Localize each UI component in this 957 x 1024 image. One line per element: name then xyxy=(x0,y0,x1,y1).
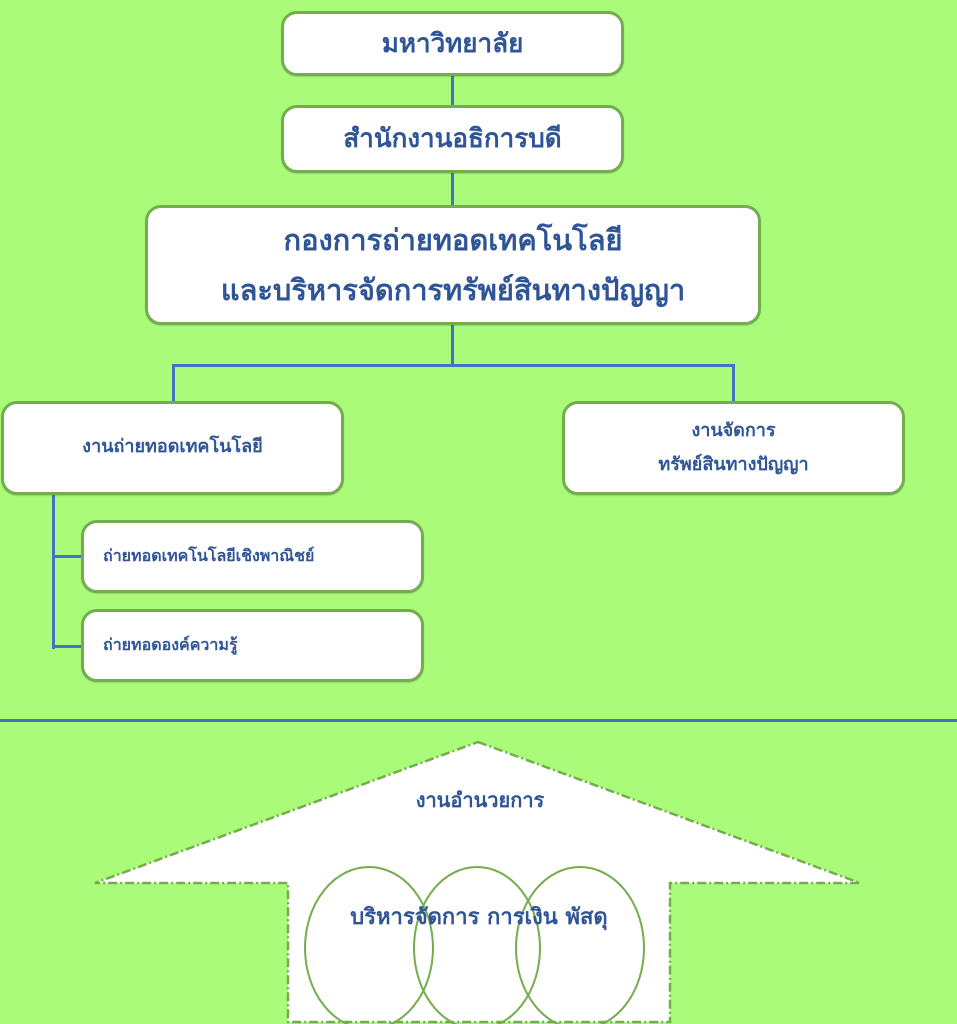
connector-child-1 xyxy=(52,555,82,558)
connector-child-2 xyxy=(52,645,82,648)
org-label-ip-unit-line1: งานจัดการ xyxy=(691,420,776,441)
org-label-president-office: สำนักงานอธิการบดี xyxy=(343,124,562,154)
org-label-division-line2: และบริหารจัดการทรัพย์สินทางปัญญา xyxy=(220,273,686,307)
venn-circle-supplies xyxy=(515,866,645,1024)
connector-l1-l2 xyxy=(451,75,454,106)
org-label-knowledge-transfer: ถ่ายทอดองค์ความรู้ xyxy=(103,635,238,654)
org-box-commercial-transfer: ถ่ายทอดเทคโนโลยีเชิงพาณิชย์ xyxy=(81,520,424,593)
org-box-tech-transfer-unit: งานถ่ายทอดเทคโนโลยี xyxy=(1,401,344,495)
org-box-ip-unit: งานจัดการ ทรัพย์สินทางปัญญา xyxy=(562,401,905,495)
support-title: งานอำนวยการ xyxy=(415,788,545,812)
section-divider xyxy=(0,719,957,722)
connector-l3-down xyxy=(451,324,454,365)
org-box-division: กองการถ่ายทอดเทคโนโลยี และบริหารจัดการทร… xyxy=(145,205,761,325)
support-functions: บริหารจัดการ การเงิน พัสดุ xyxy=(350,905,608,930)
connector-unit-right xyxy=(732,364,735,402)
org-label-tech-transfer-unit: งานถ่ายทอดเทคโนโลยี xyxy=(82,436,263,457)
org-label-ip-unit-line2: ทรัพย์สินทางปัญญา xyxy=(658,454,809,475)
venn-circle-management xyxy=(304,866,434,1024)
connector-unit-left xyxy=(172,364,175,402)
connector-units-horizontal xyxy=(172,364,735,367)
venn-circle-finance xyxy=(413,866,541,1024)
org-label-university: มหาวิทยาลัย xyxy=(381,28,524,59)
org-label-division-line1: กองการถ่ายทอดเทคโนโลยี xyxy=(283,223,623,257)
org-box-knowledge-transfer: ถ่ายทอดองค์ความรู้ xyxy=(81,609,424,682)
org-box-university: มหาวิทยาลัย xyxy=(281,11,624,76)
connector-children-vertical xyxy=(52,493,55,649)
org-label-commercial-transfer: ถ่ายทอดเทคโนโลยีเชิงพาณิชย์ xyxy=(103,546,315,565)
org-box-president-office: สำนักงานอธิการบดี xyxy=(281,105,624,173)
connector-l2-l3 xyxy=(451,172,454,206)
